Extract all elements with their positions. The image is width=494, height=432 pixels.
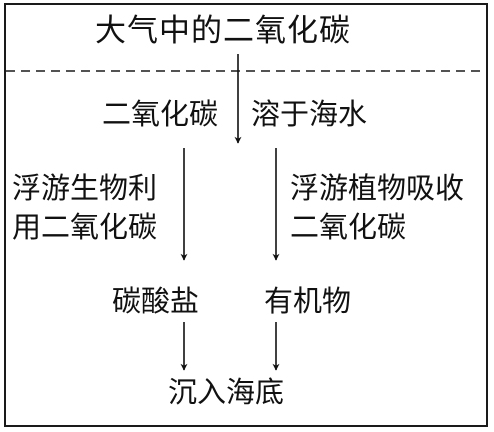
organic-matter-label: 有机物	[264, 284, 352, 318]
plankton-organisms-line1: 浮游生物利	[12, 171, 158, 205]
plankton-organisms-line2: 用二氧化碳	[12, 210, 158, 244]
dissolve-in-seawater-label: 溶于海水	[251, 97, 368, 131]
atmosphere-co2-title: 大气中的二氧化碳	[95, 13, 351, 49]
sink-to-seabed-label: 沉入海底	[168, 375, 285, 409]
diagram-frame	[4, 3, 488, 427]
plankton-plants-line1: 浮游植物吸收	[290, 171, 465, 205]
plankton-plants-line2: 二氧化碳	[290, 210, 407, 244]
carbonate-label: 碳酸盐	[112, 284, 200, 318]
co2-label: 二氧化碳	[102, 97, 219, 131]
